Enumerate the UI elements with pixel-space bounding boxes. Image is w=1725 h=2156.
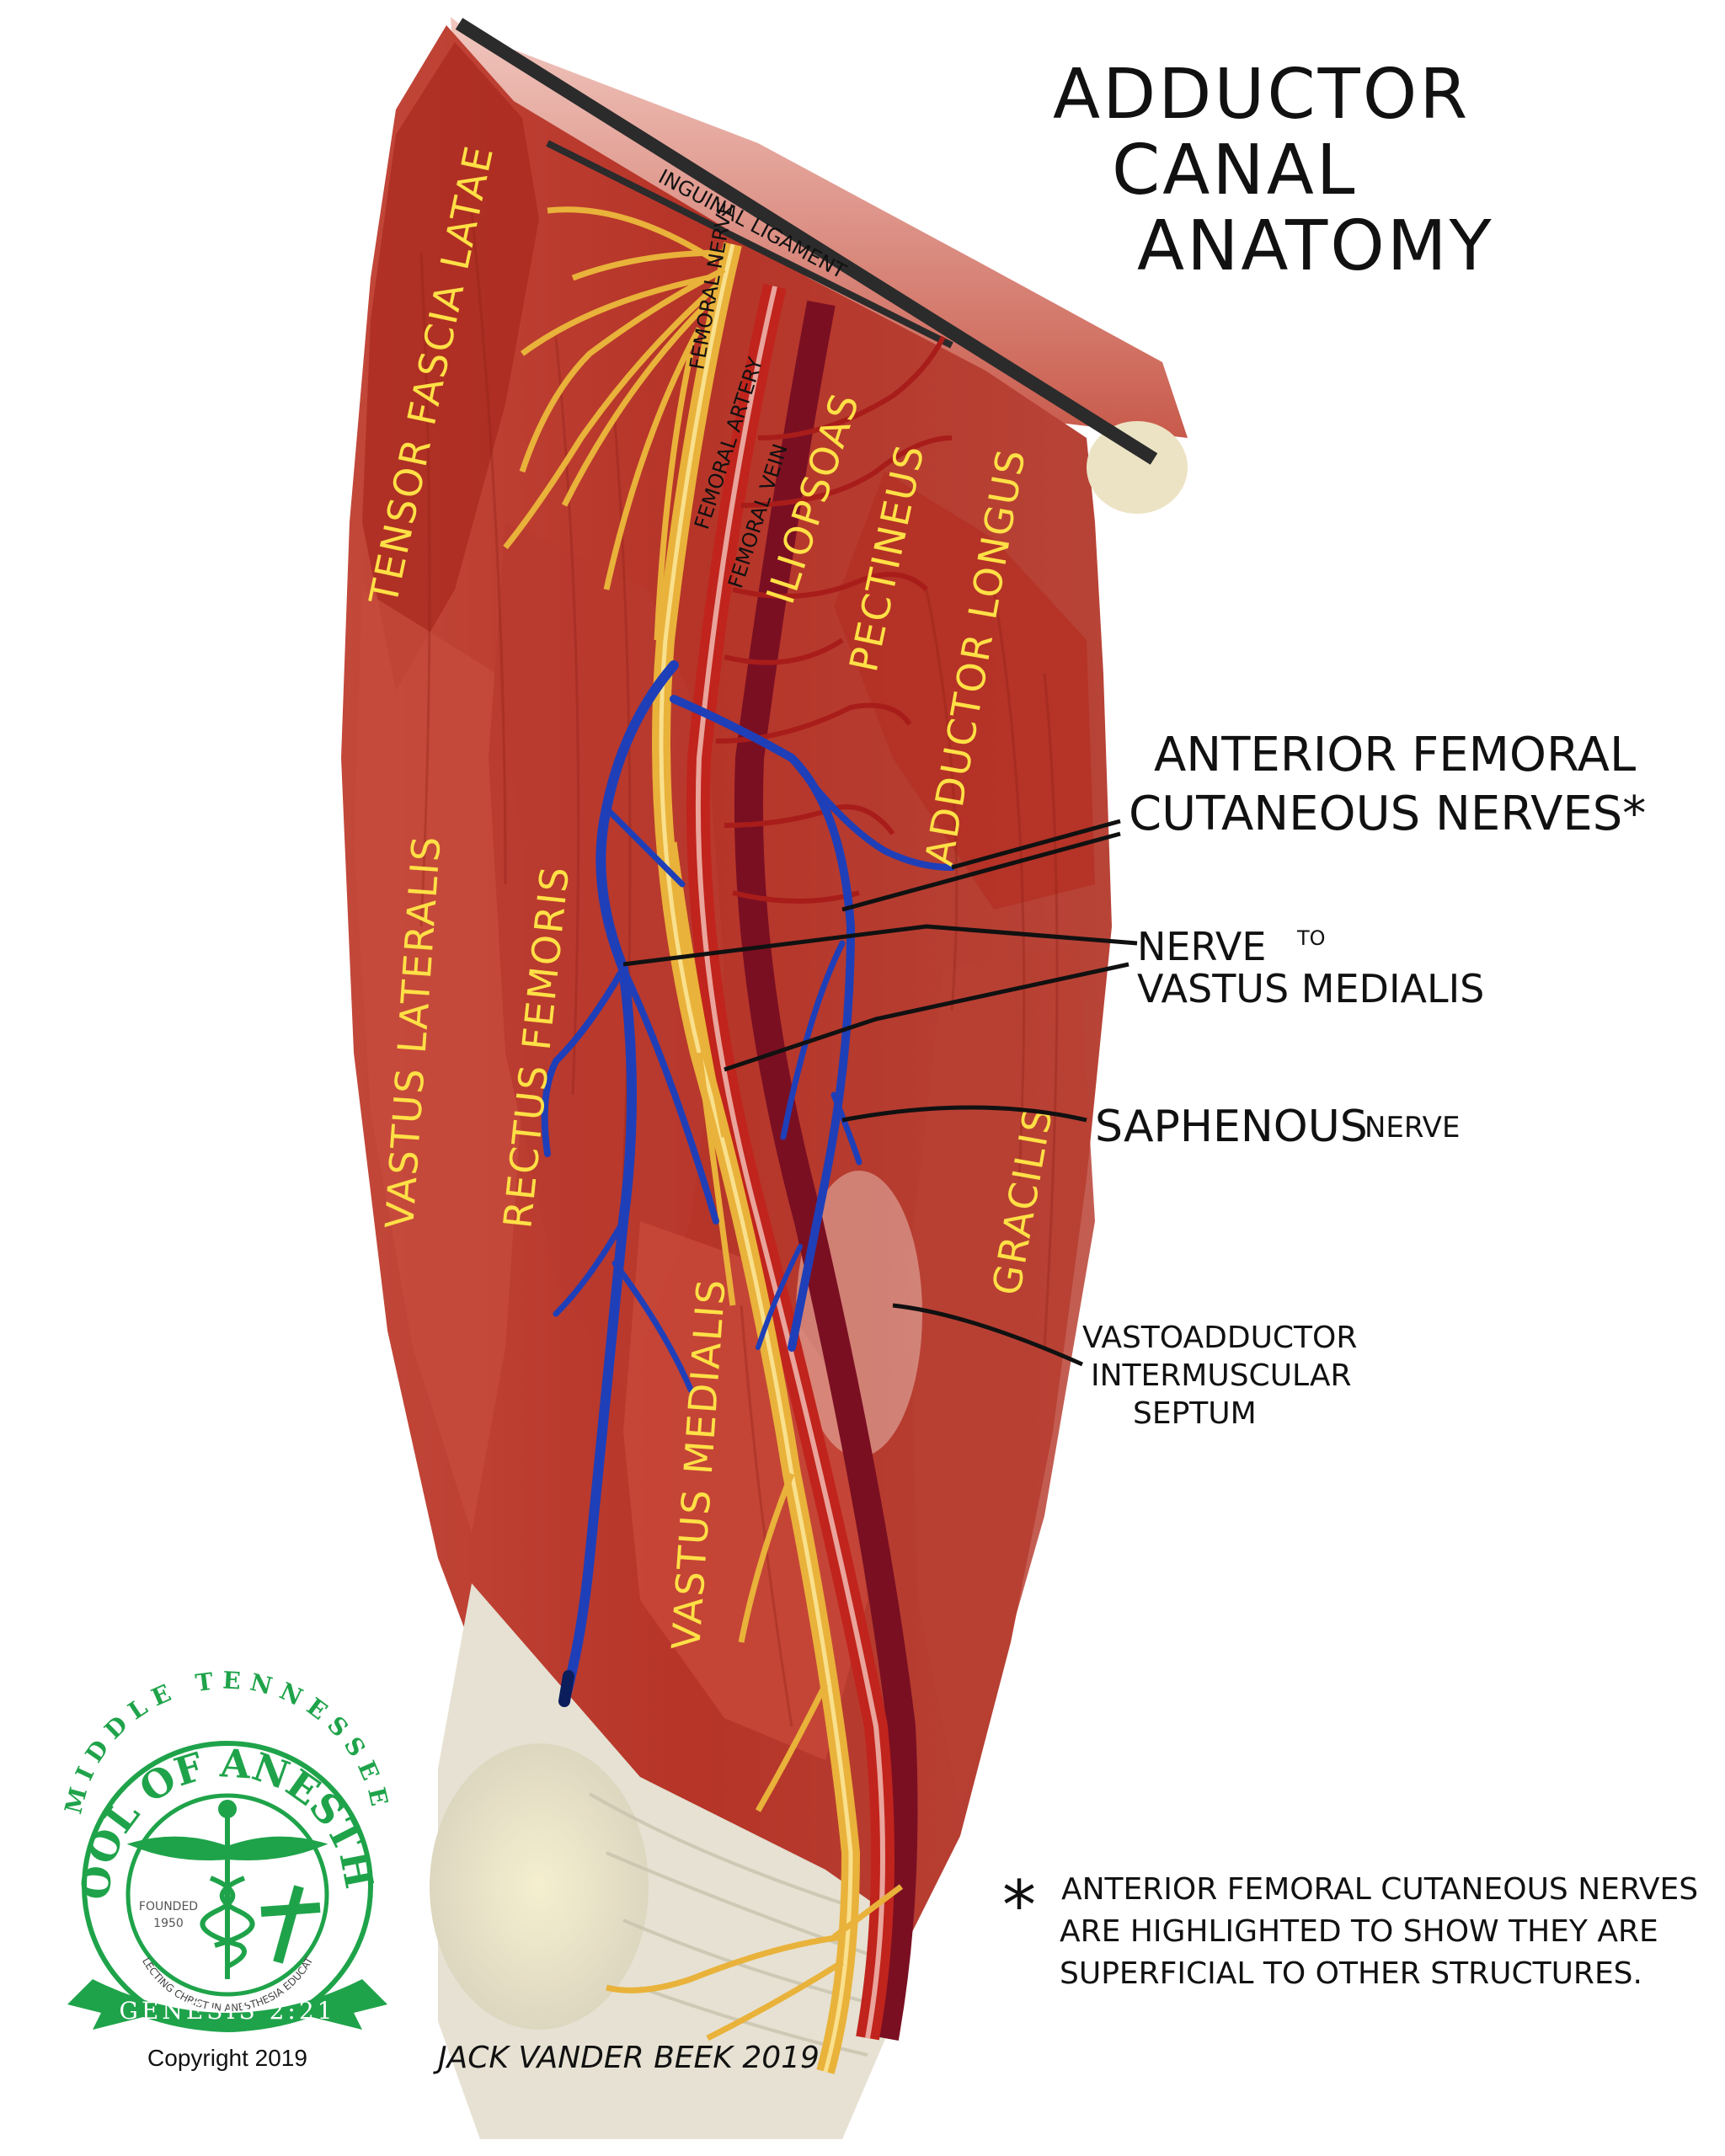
callout-nerve-to-vm-to: TO [1296, 926, 1326, 950]
knee-region [430, 1583, 910, 2139]
anterior-femoral-cutaneous-nerves [541, 660, 955, 1707]
callout-saphenous-nerve-word: NERVE [1365, 1111, 1460, 1145]
logo-arc-main: SCHOOL OF ANESTHESIA [0, 0, 382, 1902]
callout-septum-line-1: VASTOADDUCTOR [1082, 1321, 1357, 1355]
patella [430, 1743, 649, 2030]
thigh-muscles [341, 17, 1188, 1937]
hip-joint [1087, 421, 1188, 514]
title-line-2: CANAL [1112, 131, 1357, 211]
callout-afcn-line-2: CUTANEOUS NERVES* [1129, 787, 1646, 841]
femoral-nerve-system [503, 206, 904, 2074]
callout-nerve-to-vm-line-2: VASTUS MEDIALIS [1137, 966, 1484, 1011]
gracilis-muscle [910, 943, 1095, 1811]
school-logo: MIDDLE TENNESSEE SCHOOL OF ANESTHESIA FO… [0, 0, 387, 2032]
adductor-longus-muscle [834, 472, 1095, 910]
copyright-text: Copyright 2019 [147, 2045, 307, 2071]
footnote-line-1: ANTERIOR FEMORAL CUTANEOUS NERVES [1061, 1872, 1698, 1907]
footnote-mark: * [1002, 1866, 1036, 1945]
footnote: * ANTERIOR FEMORAL CUTANEOUS NERVES ARE … [1002, 1866, 1698, 1991]
tensor-fascia-latae-muscle [362, 42, 539, 691]
cross-icon [260, 1885, 321, 1964]
artist-signature: JACK VANDER BEEK 2019 [433, 2041, 820, 2075]
logo-ribbon: GENESIS 2:21 [120, 1997, 336, 2025]
caduceus-icon [126, 1800, 328, 1979]
logo-founded: FOUNDED [139, 1900, 198, 1913]
footnote-line-3: SUPERFICIAL TO OTHER STRUCTURES. [1060, 1956, 1642, 1991]
leader-lines [622, 819, 1138, 1367]
inguinal-ligament [455, 18, 1158, 465]
logo-year: 1950 [153, 1917, 184, 1930]
callout-septum-line-3: SEPTUM [1133, 1396, 1257, 1431]
title-line-1: ADDUCTOR [1053, 55, 1470, 135]
diagram-title: ADDUCTOR CANAL ANATOMY [1053, 55, 1494, 286]
vastus-lateralis-muscle [354, 590, 522, 1533]
callout-labels: ANTERIOR FEMORAL CUTANEOUS NERVES* NERVE… [1082, 728, 1646, 1431]
femoral-nerve-branches [503, 206, 904, 2041]
callout-nerve-to-vm-line-1: NERVE [1137, 924, 1266, 969]
title-line-3: ANATOMY [1137, 206, 1494, 286]
femoral-vein [734, 300, 918, 2041]
callout-saphenous: SAPHENOUS [1095, 1102, 1368, 1152]
callout-afcn-line-1: ANTERIOR FEMORAL [1154, 728, 1636, 782]
callout-septum-line-2: INTERMUSCULAR [1091, 1358, 1352, 1393]
footnote-line-2: ARE HIGHLIGHTED TO SHOW THEY ARE [1060, 1914, 1658, 1949]
